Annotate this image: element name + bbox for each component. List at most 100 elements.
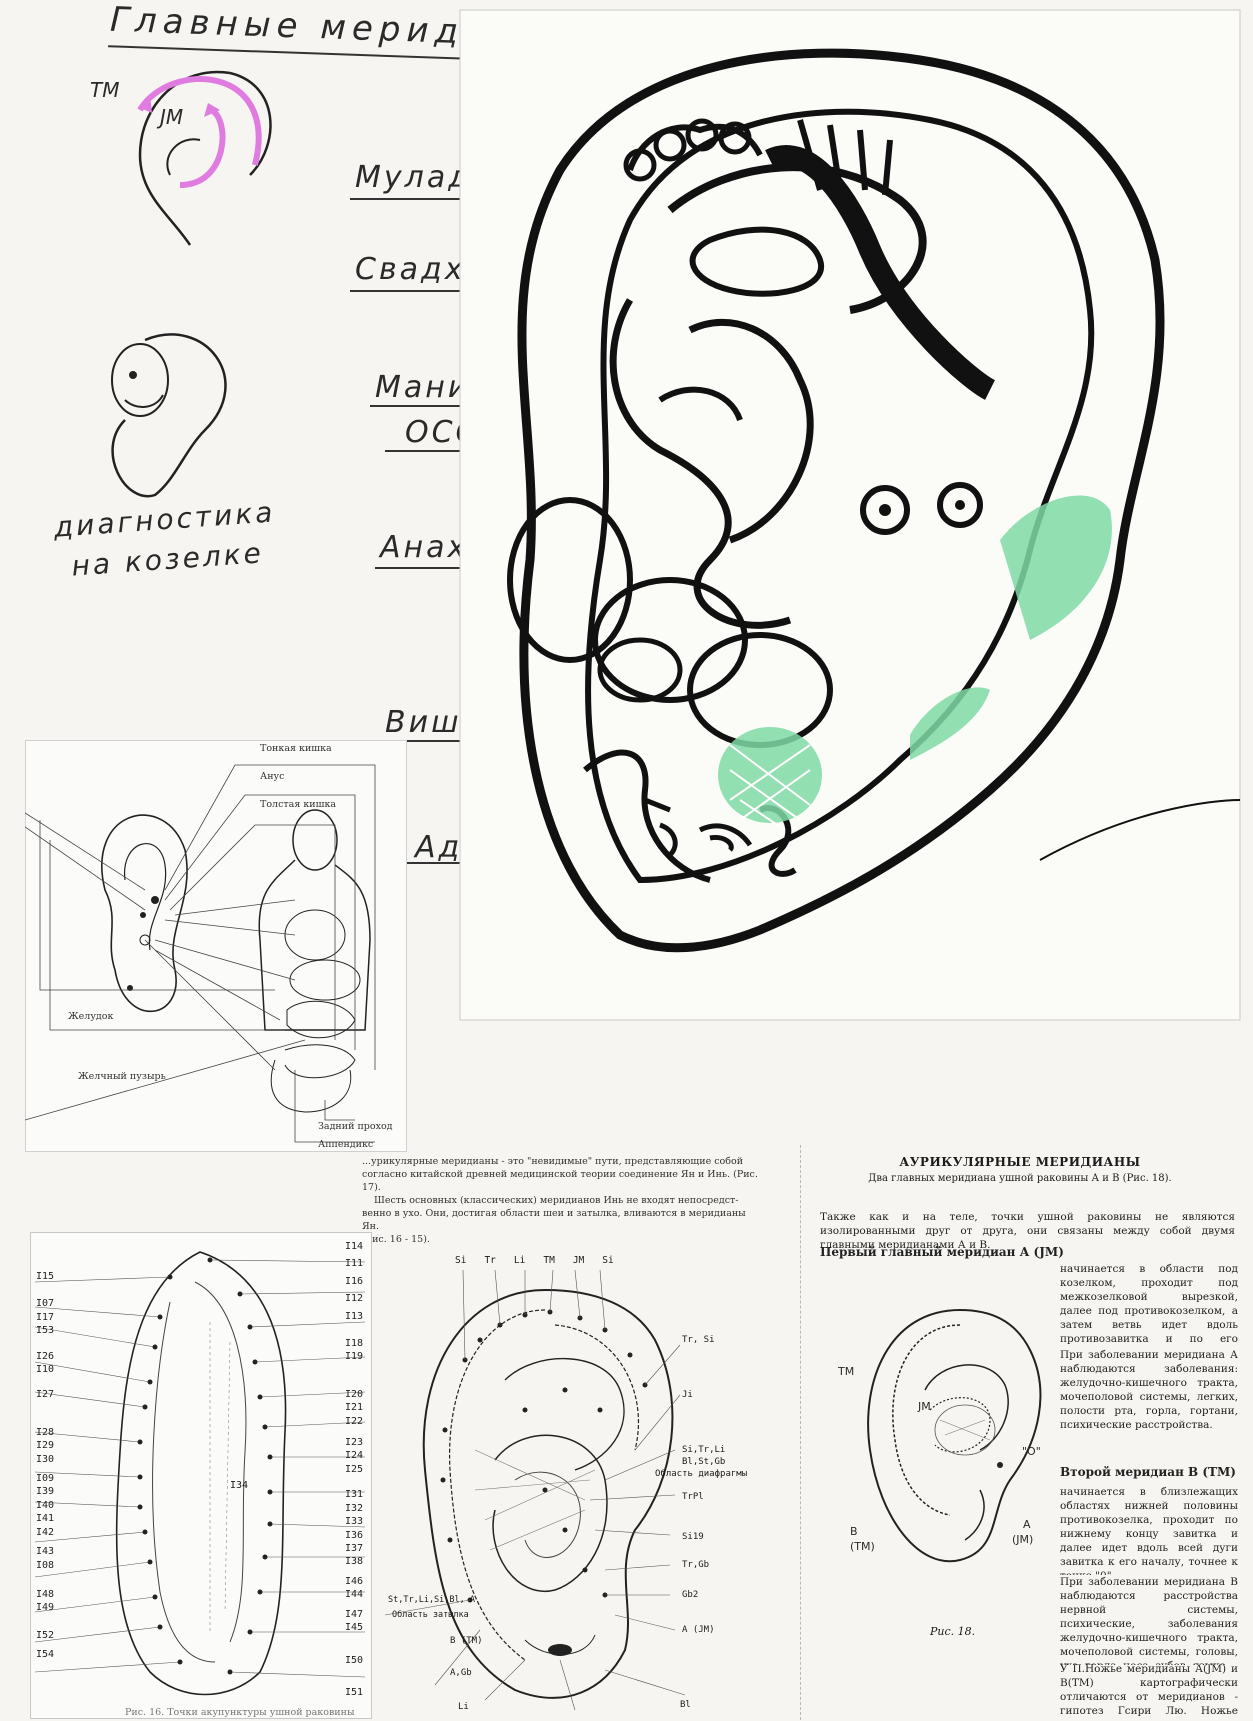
chakra-line xyxy=(350,198,515,200)
point-label: I16 xyxy=(345,1275,364,1287)
point-label: I23 xyxy=(345,1437,364,1449)
meridian-ear-top-labels: Si Tr Li TM JM Si xyxy=(455,1255,655,1266)
chakra-line xyxy=(350,290,515,292)
point-label: I25 xyxy=(345,1463,364,1475)
point-label: I43 xyxy=(36,1546,55,1558)
article-header: АУРИКУЛЯРНЫЕ МЕРИДИАНЫ Два главных мерид… xyxy=(800,1155,1240,1184)
point-label: I20 xyxy=(345,1388,364,1400)
fig18-label-a-jm: (JM) xyxy=(1012,1533,1034,1546)
point-label: I22 xyxy=(345,1415,364,1427)
point-map-panel xyxy=(30,1232,372,1719)
article-paragraph-a-start: Первый главный меридиан А (JM) xyxy=(820,1245,1235,1275)
fig18-label-b: В xyxy=(850,1525,858,1538)
green-marker-lobe xyxy=(910,687,990,760)
meridian-label: Si,Tr,Li xyxy=(682,1445,726,1455)
chakra-line xyxy=(385,450,500,452)
chakra-line xyxy=(370,405,520,407)
point-label: I31 xyxy=(345,1489,364,1501)
point-label: I51 xyxy=(345,1686,364,1698)
point-label: I12 xyxy=(345,1293,364,1305)
meridian-a-title: Первый главный меридиан А (JM) xyxy=(820,1245,1064,1259)
point-label: I46 xyxy=(345,1575,364,1587)
article-paragraph-a-disease: При заболевании меридиана А наблюдаются … xyxy=(1060,1348,1238,1458)
point-label: I26 xyxy=(36,1350,55,1362)
meridian-label: Bl xyxy=(680,1700,691,1710)
meridian-label: Область затылка xyxy=(392,1610,469,1620)
intro-line-4: венно в ухо. Они, достигая области шеи и… xyxy=(362,1208,746,1232)
meridian-label: A,Gb xyxy=(450,1668,472,1678)
meridian-label: Ji xyxy=(682,1390,693,1400)
intro-line-3: Шесть основных (классических) меридианов… xyxy=(374,1195,739,1206)
label-rectum: Задний проход xyxy=(318,1121,393,1132)
point-label: I14 xyxy=(345,1241,364,1252)
chakra-line xyxy=(375,567,515,569)
point-label: I08 xyxy=(36,1559,55,1571)
article-paragraph-nogier: У П.Ножье меридианы А(JM) и В(ТМ) картог… xyxy=(1060,1663,1238,1720)
point-label: I19 xyxy=(345,1351,364,1363)
label-stomach: Желудок xyxy=(68,1011,114,1022)
fig18-label-b-tm: (ТМ) xyxy=(850,1540,875,1553)
article-subheading: Два главных меридиана ушной раковины А и… xyxy=(868,1173,1172,1184)
point-label: I28 xyxy=(36,1426,55,1438)
point-label: I09 xyxy=(36,1473,55,1485)
meridian-label: TrPl xyxy=(682,1492,704,1502)
jm-label: ЈМ xyxy=(160,105,184,129)
green-marker-helix xyxy=(1000,495,1112,640)
meridian-label: B (TM) xyxy=(450,1636,483,1646)
label-appendix: Аппендикс xyxy=(318,1139,374,1150)
point-labels-right: I14 I11 I16 I12 I13 I18 I19 I20 I21 I22 … xyxy=(345,1240,375,1699)
meridian-label: Tr xyxy=(484,1255,496,1266)
point-label: I48 xyxy=(36,1588,55,1600)
footer-caption-fragment: Рис. 16. Точки акупунктуры ушной раковин… xyxy=(125,1707,355,1718)
fig18-label-a: А xyxy=(1023,1518,1031,1531)
point-label: I54 xyxy=(36,1649,55,1661)
small-ear-sketch-fetus xyxy=(111,333,227,498)
fig18-caption: Рис. 18. xyxy=(930,1625,976,1638)
point-label: I53 xyxy=(36,1325,55,1337)
point-label: I13 xyxy=(345,1310,364,1322)
point-label: I44 xyxy=(345,1589,364,1601)
point-label: I27 xyxy=(36,1389,55,1401)
organ-diagram-panel xyxy=(25,740,407,1152)
meridian-label: Li xyxy=(458,1702,469,1712)
ear-point-map-outline xyxy=(34,1251,366,1696)
intro-text: ...урикулярные меридианы - это "невидимы… xyxy=(362,1155,762,1246)
article-paragraph-b-disease: При заболевании меридиана В наблюдаются … xyxy=(1060,1576,1238,1665)
article-intro-paragraph: Также как и на теле, точки ушной раковин… xyxy=(820,1211,1235,1251)
meridian-label: St,Tr,Li,Si,Bl, A xyxy=(388,1595,475,1605)
point-label: I32 xyxy=(345,1502,364,1514)
meridian-label: Tr, Si xyxy=(682,1335,715,1345)
point-label: I37 xyxy=(345,1542,364,1554)
point-label: I11 xyxy=(345,1258,364,1270)
meridian-label: TM xyxy=(543,1255,555,1266)
point-label: I52 xyxy=(36,1629,55,1641)
point-label: I36 xyxy=(345,1529,364,1541)
intro-line-2: согласно китайской древней медицинской т… xyxy=(362,1169,758,1193)
point-label: I38 xyxy=(345,1556,364,1568)
article-paragraph-b: начинается в близлежащих областях нижней… xyxy=(1060,1486,1238,1575)
ear-organ-projection-diagram xyxy=(25,764,376,1143)
point-label: I45 xyxy=(345,1621,364,1633)
point-label: I29 xyxy=(36,1440,55,1452)
meridian-label: Si19 xyxy=(682,1532,704,1542)
label-large-intestine: Толстая кишка xyxy=(260,799,337,810)
meridian-label: Li xyxy=(513,1255,526,1266)
inverted-fetus-ear-illustration xyxy=(459,9,1241,1021)
figure-18-main-meridians xyxy=(867,1308,1042,1563)
meridian-label: Tr,Gb xyxy=(682,1560,710,1570)
point-label: I21 xyxy=(345,1402,364,1414)
point-label: I41 xyxy=(36,1513,55,1525)
tm-label: ТМ xyxy=(90,78,120,102)
meridian-ear-diagram xyxy=(385,1269,686,1711)
meridian-label: JM xyxy=(572,1255,585,1266)
fig18-label-o: "О" xyxy=(1022,1445,1041,1458)
meridian-label: Si xyxy=(602,1255,614,1266)
meridian-label: A (JM) xyxy=(682,1625,715,1635)
meridian-b-title: Второй меридиан В (ТМ) xyxy=(1060,1465,1236,1479)
meridian-label: Si xyxy=(455,1255,467,1266)
meridian-label: Bl,St,Gb xyxy=(682,1457,726,1467)
point-label: I47 xyxy=(345,1608,364,1620)
point-label: I39 xyxy=(36,1486,55,1498)
point-label: I33 xyxy=(345,1516,364,1528)
point-label: I49 xyxy=(36,1602,55,1614)
